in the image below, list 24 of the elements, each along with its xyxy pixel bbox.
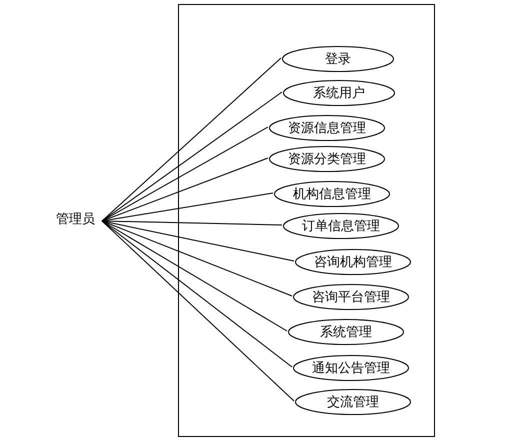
- association-line: [102, 58, 282, 222]
- association-line: [102, 220, 294, 402]
- association-line: [102, 92, 282, 222]
- association-line: [102, 220, 282, 226]
- use-case-label: 订单信息管理: [302, 218, 380, 235]
- use-case-label: 系统管理: [320, 324, 372, 341]
- association-line: [102, 220, 294, 262]
- actor-label: 管理员: [56, 212, 95, 227]
- use-case-label: 登录: [325, 51, 351, 68]
- association-line: [102, 126, 268, 222]
- use-case-label: 系统用户: [313, 85, 365, 102]
- use-case-label: 机构信息管理: [293, 186, 371, 203]
- use-case-label: 咨询平台管理: [312, 289, 390, 306]
- use-case-label: 咨询机构管理: [314, 254, 392, 271]
- association-line: [102, 158, 268, 222]
- use-case-label: 交流管理: [327, 394, 379, 411]
- association-line: [102, 220, 292, 296]
- use-case-label: 资源信息管理: [288, 120, 366, 137]
- use-case-label: 通知公告管理: [312, 360, 390, 377]
- association-line: [102, 220, 288, 332]
- use-case-label: 资源分类管理: [288, 151, 366, 168]
- system-boundary: [178, 4, 435, 437]
- association-line: [102, 192, 274, 222]
- association-line: [102, 220, 292, 368]
